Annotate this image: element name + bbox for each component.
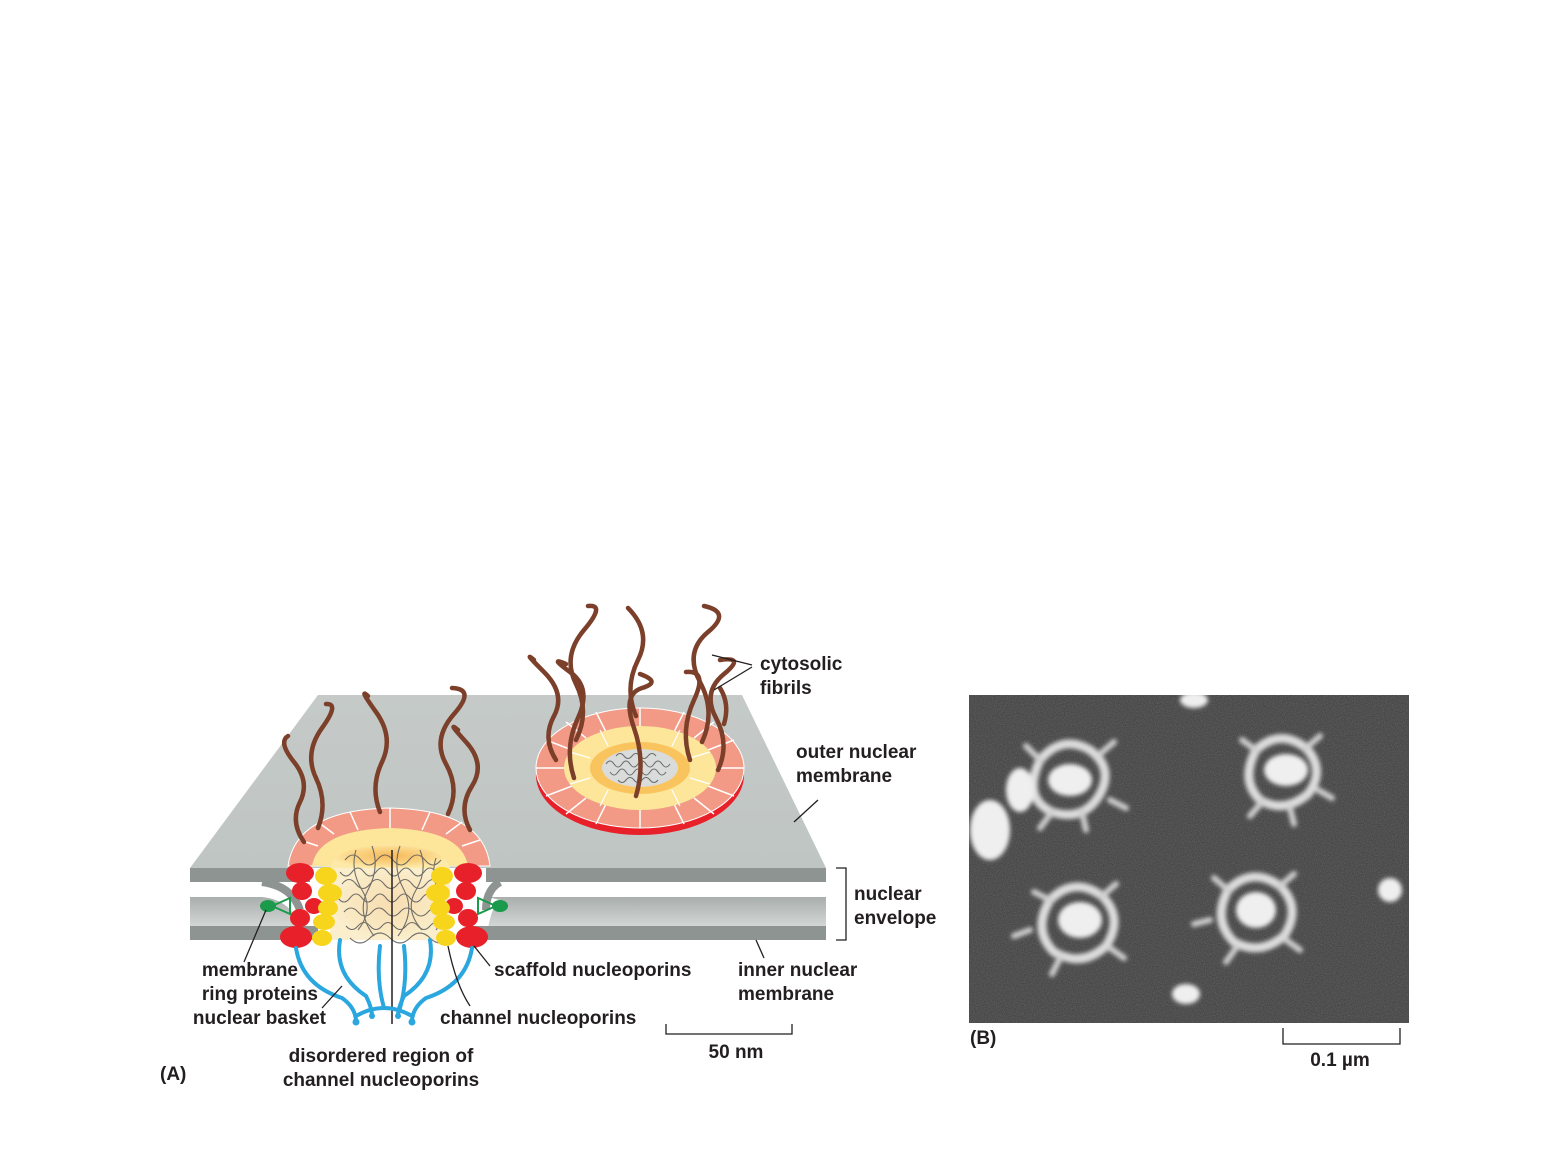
scaffold-leader <box>474 946 490 966</box>
nuclear-envelope-bracket <box>836 868 846 940</box>
panel-b: 0.1 µm (B) <box>969 692 1409 1071</box>
electron-micrograph-nuclear-pores <box>969 692 1409 1023</box>
scale-bar-b-label: 0.1 µm <box>1310 1050 1370 1071</box>
label-scaffold-nucleoporins: scaffold nucleoporins <box>494 960 691 981</box>
scale-bar-a-label: 50 nm <box>709 1042 764 1063</box>
label-nuclear-basket: nuclear basket <box>193 1008 327 1029</box>
panel-a-label: (A) <box>160 1064 186 1085</box>
panel-b-label: (B) <box>970 1028 996 1049</box>
inner-membrane-leader <box>756 940 764 958</box>
scale-bar-a <box>666 1024 792 1034</box>
scale-bar-b <box>1283 1028 1400 1044</box>
label-channel-nucleoporins: channel nucleoporins <box>440 1008 636 1029</box>
